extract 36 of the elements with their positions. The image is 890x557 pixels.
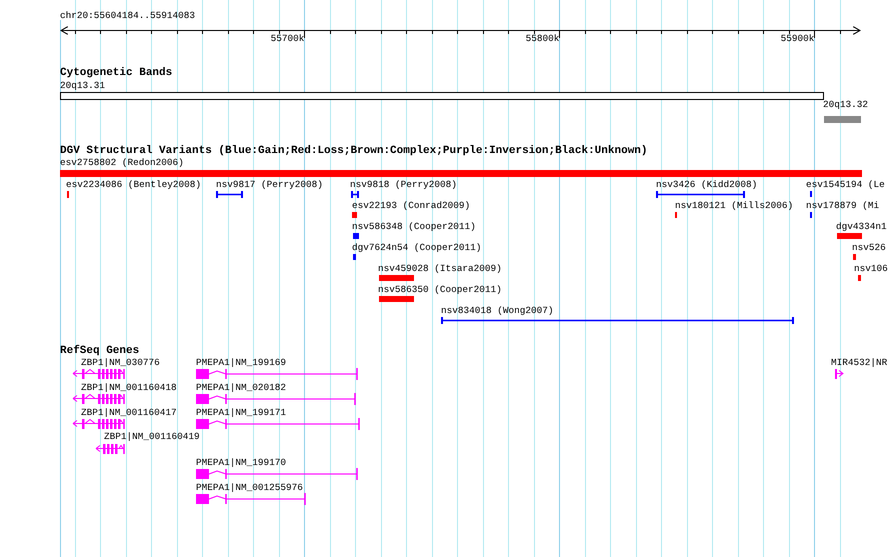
axis-label: chr20:55604184..55914083 (60, 10, 196, 22)
feature-label: nsv180121 (Mills2006) (675, 200, 794, 212)
gene-label: PMEPA1|NM_199170 (196, 457, 286, 469)
band-label: 20q13.31 (60, 80, 106, 92)
feature-label: nsv586348 (Cooper2011) (352, 221, 476, 233)
feature-label: nsv9818 (Perry2008) (350, 179, 457, 191)
feature-label: dgv7624n54 (Cooper2011) (352, 242, 482, 254)
track-title: Cytogenetic Bands (60, 67, 172, 79)
gene-label: ZBP1|NM_030776 (81, 357, 160, 369)
feature-label: nsv459028 (Itsara2009) (378, 263, 502, 275)
feature-label: esv2758802 (Redon2006) (60, 157, 184, 169)
feature-label: nsv834018 (Wong2007) (441, 305, 554, 317)
feature-label: nsv586350 (Cooper2011) (378, 284, 502, 296)
axis-tick-label: 55900k (780, 33, 814, 45)
feature-label: nsv106 (854, 263, 888, 275)
feature-label: esv2234086 (Bentley2008) (66, 179, 202, 191)
gene-label: PMEPA1|NM_020182 (196, 382, 286, 394)
axis-tick-label: 55800k (524, 33, 560, 45)
gene-label: PMEPA1|NM_199169 (196, 357, 286, 369)
track-title: DGV Structural Variants (Blue:Gain;Red:Loss;Brown:Complex;Purple:Inversion;Black:Unknown) (60, 145, 648, 157)
track-title: RefSeq Genes (60, 345, 140, 357)
feature-label: nsv178879 (Mi (806, 200, 880, 212)
feature-label: nsv3426 (Kidd2008) (656, 179, 758, 191)
feature-label: nsv9817 (Perry2008) (216, 179, 323, 191)
feature-label: nsv526 (852, 242, 886, 254)
band-label: 20q13.32 (823, 99, 868, 111)
feature-label: dgv4334n1 (836, 221, 887, 233)
gene-label: ZBP1|NM_001160417 (81, 407, 177, 419)
gene-label: ZBP1|NM_001160418 (81, 382, 177, 394)
feature-label: esv1545194 (Le (806, 179, 885, 191)
gene-label: MIR4532|NR (831, 357, 888, 369)
feature-label: esv22193 (Conrad2009) (352, 200, 470, 212)
gene-label: PMEPA1|NM_001255976 (196, 482, 303, 494)
gene-label: PMEPA1|NM_199171 (196, 407, 286, 419)
axis-tick-label: 55700k (270, 33, 304, 45)
gene-label: ZBP1|NM_001160419 (104, 431, 200, 443)
